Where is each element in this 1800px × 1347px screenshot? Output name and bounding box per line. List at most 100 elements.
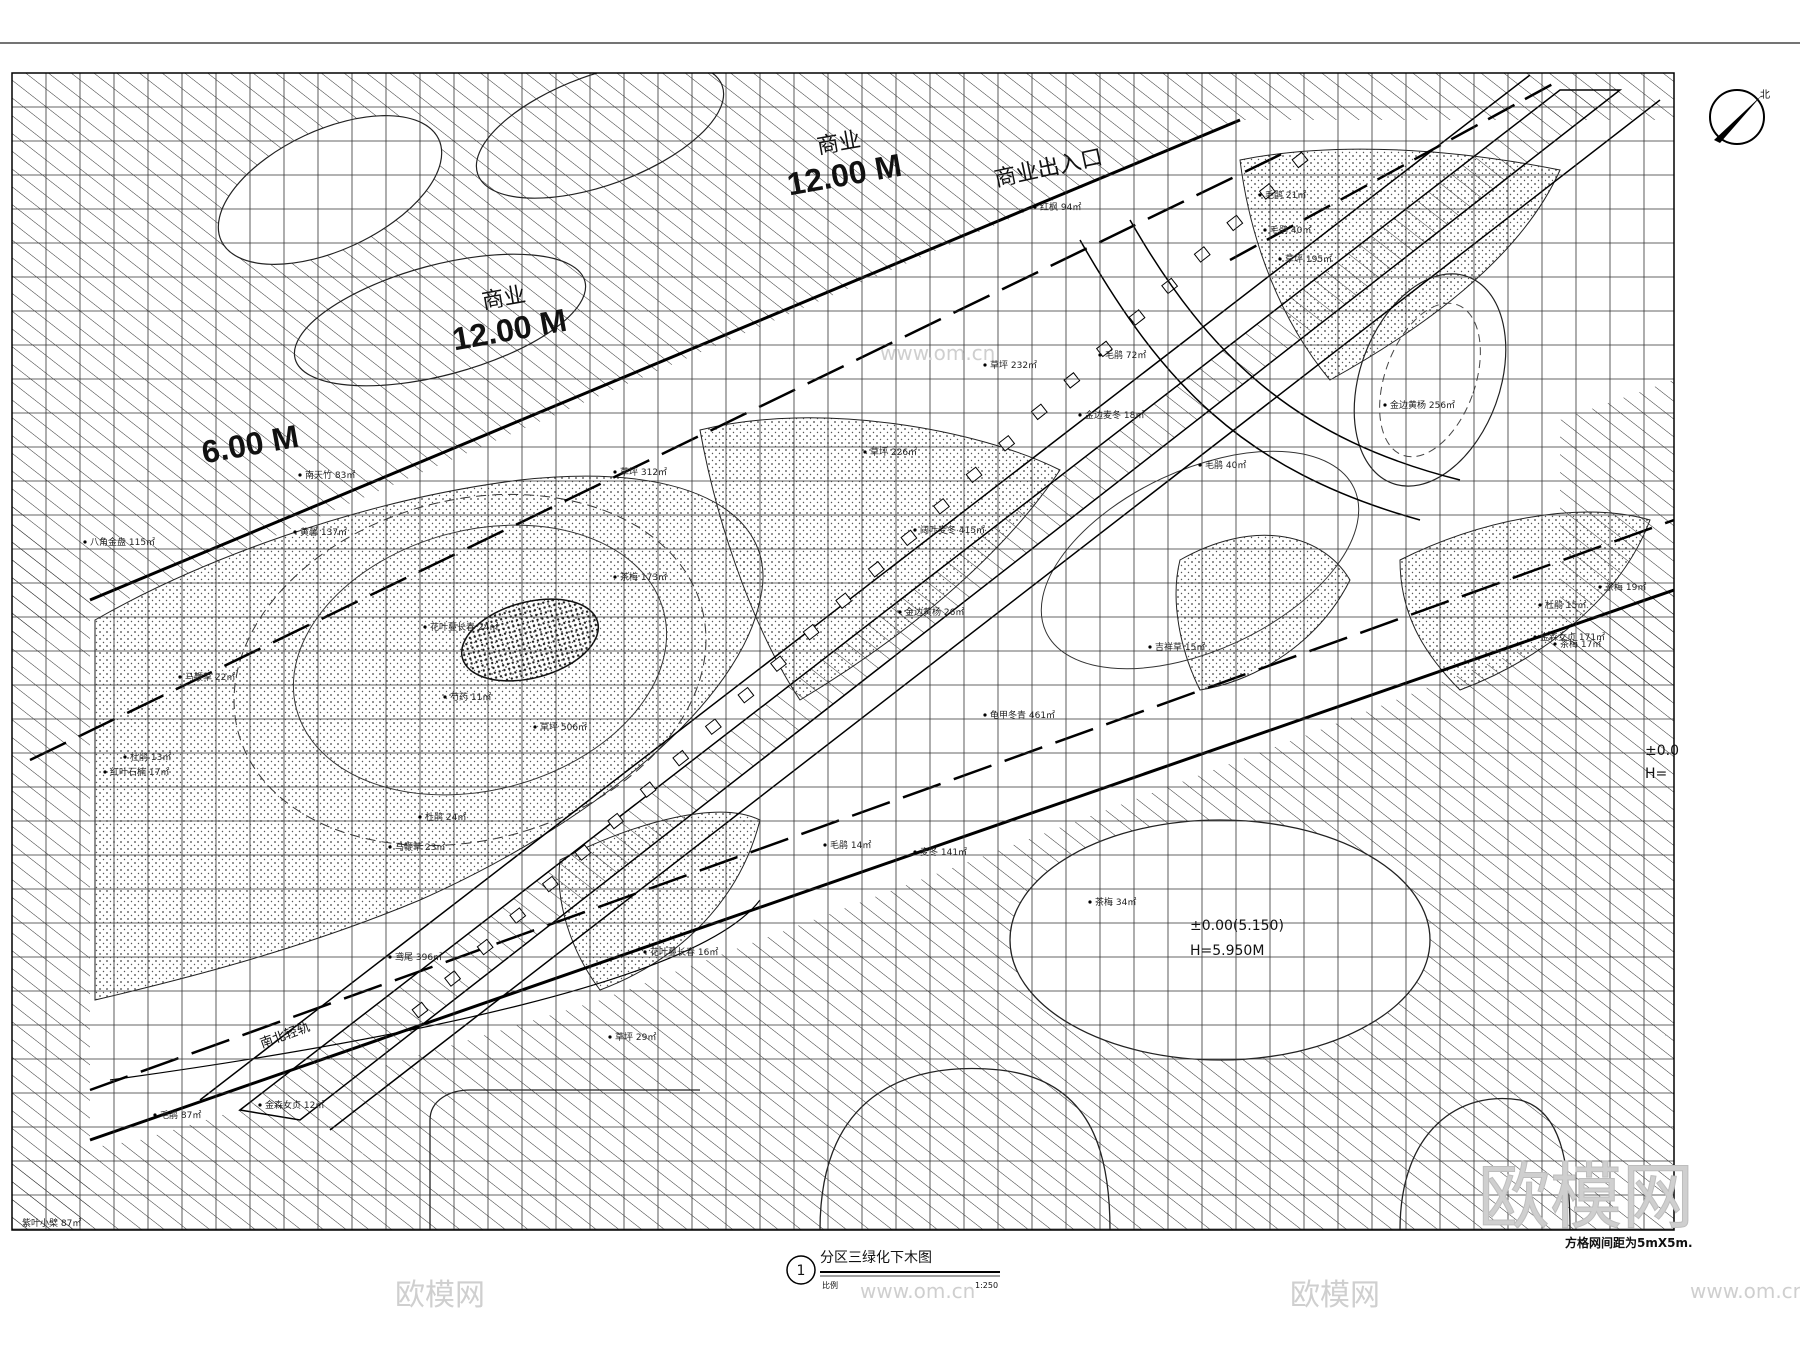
plant-area-label: 吉祥草 15㎡ (1155, 641, 1205, 653)
leader-dot (863, 450, 867, 454)
rail-pylon (1258, 183, 1276, 200)
plant-area-label: 龟甲冬青 461㎡ (990, 709, 1055, 721)
title-block: 1 分区三绿化下木图 比例 1:250 (786, 1250, 1000, 1290)
rail-pylon (1063, 372, 1081, 389)
leader-dot (1383, 403, 1387, 407)
plant-area-label: 茶梅 19㎡ (1605, 581, 1646, 593)
leader-dot (388, 955, 392, 959)
plant-area-label: 茶梅 173㎡ (620, 571, 667, 583)
loop-south-3 (429, 1089, 700, 1230)
leader-dot (1533, 635, 1537, 639)
bottom-left-plant-label: 紫叶小檗 87㎡ (22, 1217, 81, 1229)
watermark-site-1: www.om.cn (860, 1279, 975, 1303)
rail-pylon (867, 560, 885, 578)
leader-dot (103, 770, 107, 774)
title-number: 1 (797, 1263, 806, 1279)
plant-area-label: 草坪 226㎡ (870, 446, 917, 458)
plant-area-label: 毛鹃 72㎡ (1105, 349, 1146, 361)
plant-area-label: 毛鹃 21㎡ (1265, 189, 1306, 201)
grid-5m (12, 73, 1674, 1230)
plant-area-label: 花叶蔓长春 16㎡ (650, 946, 718, 958)
datum-elevation: ±0.0 (1645, 743, 1679, 759)
leader-dot (913, 850, 917, 854)
rail-pylon (639, 781, 657, 798)
leader-dot (123, 755, 127, 759)
rail-pylon (1226, 214, 1244, 232)
leader-dot (418, 815, 422, 819)
leader-dot (388, 845, 392, 849)
rail-edge-1 (199, 74, 1531, 1101)
leader-dot (153, 1113, 157, 1117)
datum-height: H= (1645, 766, 1667, 782)
leader-dot (293, 530, 297, 534)
rail-pylon (704, 718, 722, 736)
plant-area-label: 草坪 312㎡ (620, 466, 667, 478)
leader-dot (258, 1103, 262, 1107)
plant-area-label: 金森女贞 12㎡ (265, 1099, 324, 1111)
feature-pool (460, 598, 600, 682)
leader-dot (298, 473, 302, 477)
plant-area-label: 鸢尾 396㎡ (395, 951, 442, 963)
road-arc-2 (1129, 219, 1461, 481)
hatched-zone-north (12, 73, 1674, 640)
dash-line-1 (29, 148, 1291, 762)
plant-area-label: 草坪 195㎡ (1285, 253, 1332, 265)
rail-edge-2 (329, 99, 1661, 1131)
plant-area-label: 麦冬 141㎡ (920, 846, 967, 858)
watermark-site-2: www.om.cn (1690, 1279, 1800, 1303)
plant-area-label: 南天竹 83㎡ (305, 469, 355, 481)
site-boundary-north (89, 118, 1241, 602)
loop-south-1 (819, 1067, 1111, 1230)
datum-elevation: ±0.00(5.150) (1190, 918, 1284, 934)
dash-line-3 (1229, 78, 1561, 262)
rail-pylon (672, 749, 690, 767)
plant-area-label: 马鞭草 22㎡ (185, 671, 235, 683)
plant-area-label: 毛鹃 40㎡ (1205, 459, 1246, 471)
north-arrow-icon (1714, 95, 1762, 143)
leader-dot (983, 363, 987, 367)
rail-pylon (444, 970, 462, 987)
rail-pylon (932, 497, 950, 515)
leader-dot (1198, 463, 1202, 467)
loop-south-2 (1399, 1097, 1571, 1230)
leader-dot (423, 625, 427, 629)
plant-area-label: 红叶石楠 17㎡ (110, 766, 169, 778)
hatched-zone-west (12, 500, 90, 1230)
scale-label: 比例 (822, 1280, 838, 1290)
plant-area-label: 八角金盘 115㎡ (90, 536, 155, 548)
plant-area-label: 杜鹃 13㎡ (130, 751, 171, 763)
leader-dot (983, 713, 987, 717)
leader-dot (913, 528, 917, 532)
rail-pylon (1030, 403, 1048, 421)
plant-area-label: 毛鹃 87㎡ (160, 1109, 201, 1121)
leader-dot (613, 470, 617, 474)
watermark-brand-1: 欧模网 (395, 1278, 485, 1313)
plant-area-label: 金边麦冬 18㎡ (1085, 409, 1144, 421)
leader-dot (178, 675, 182, 679)
rail-pylon (835, 592, 853, 610)
leader-dot (608, 1035, 612, 1039)
planting-bed-4 (1399, 511, 1651, 691)
road-arc-1 (1079, 239, 1421, 521)
rail-pylon (965, 466, 983, 484)
leader-dot (1538, 603, 1542, 607)
plant-area-label: 毛鹃 14㎡ (830, 839, 871, 851)
leader-dot (1088, 900, 1092, 904)
plant-area-label: 阔叶麦冬 415㎡ (920, 524, 985, 536)
plant-area-label: 茶梅 34㎡ (1095, 896, 1136, 908)
leader-dot (1553, 642, 1557, 646)
dash-line-2 (89, 518, 1674, 1092)
plant-area-label: 花叶蔓长春 24㎡ (430, 621, 498, 633)
leader-dot (83, 540, 87, 544)
leader-dot (1263, 228, 1267, 232)
lawn-ring-1 (292, 524, 668, 796)
plant-area-label: 黄馨 137㎡ (300, 526, 347, 538)
plant-area-label: 毛鹃 40㎡ (1270, 224, 1311, 236)
leader-dot (643, 950, 647, 954)
plant-area-label: 马鞭草 23㎡ (395, 841, 445, 853)
rail-pylon (770, 655, 788, 673)
rail-pylons (411, 151, 1309, 1019)
lawn-ring-2 (233, 493, 707, 847)
